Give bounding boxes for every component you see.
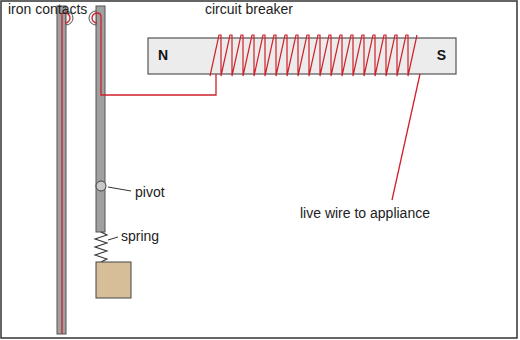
spring-symbol — [95, 232, 107, 262]
title-label: circuit breaker — [205, 1, 293, 17]
leader-line — [108, 237, 118, 240]
coil — [210, 35, 417, 76]
wire — [62, 13, 70, 334]
part-label: spring — [121, 228, 159, 244]
part-label: pivot — [135, 184, 165, 200]
wire — [92, 13, 216, 95]
part-label: iron contacts — [8, 1, 87, 17]
pivot-symbol — [96, 181, 106, 191]
magnet-node: NS — [148, 38, 456, 74]
live-wire — [392, 74, 420, 200]
weight-block — [96, 262, 131, 298]
part-label: live wire to appliance — [300, 205, 430, 221]
pole-label: S — [437, 47, 446, 63]
pole-label: N — [158, 47, 168, 63]
leader-line — [108, 187, 131, 191]
